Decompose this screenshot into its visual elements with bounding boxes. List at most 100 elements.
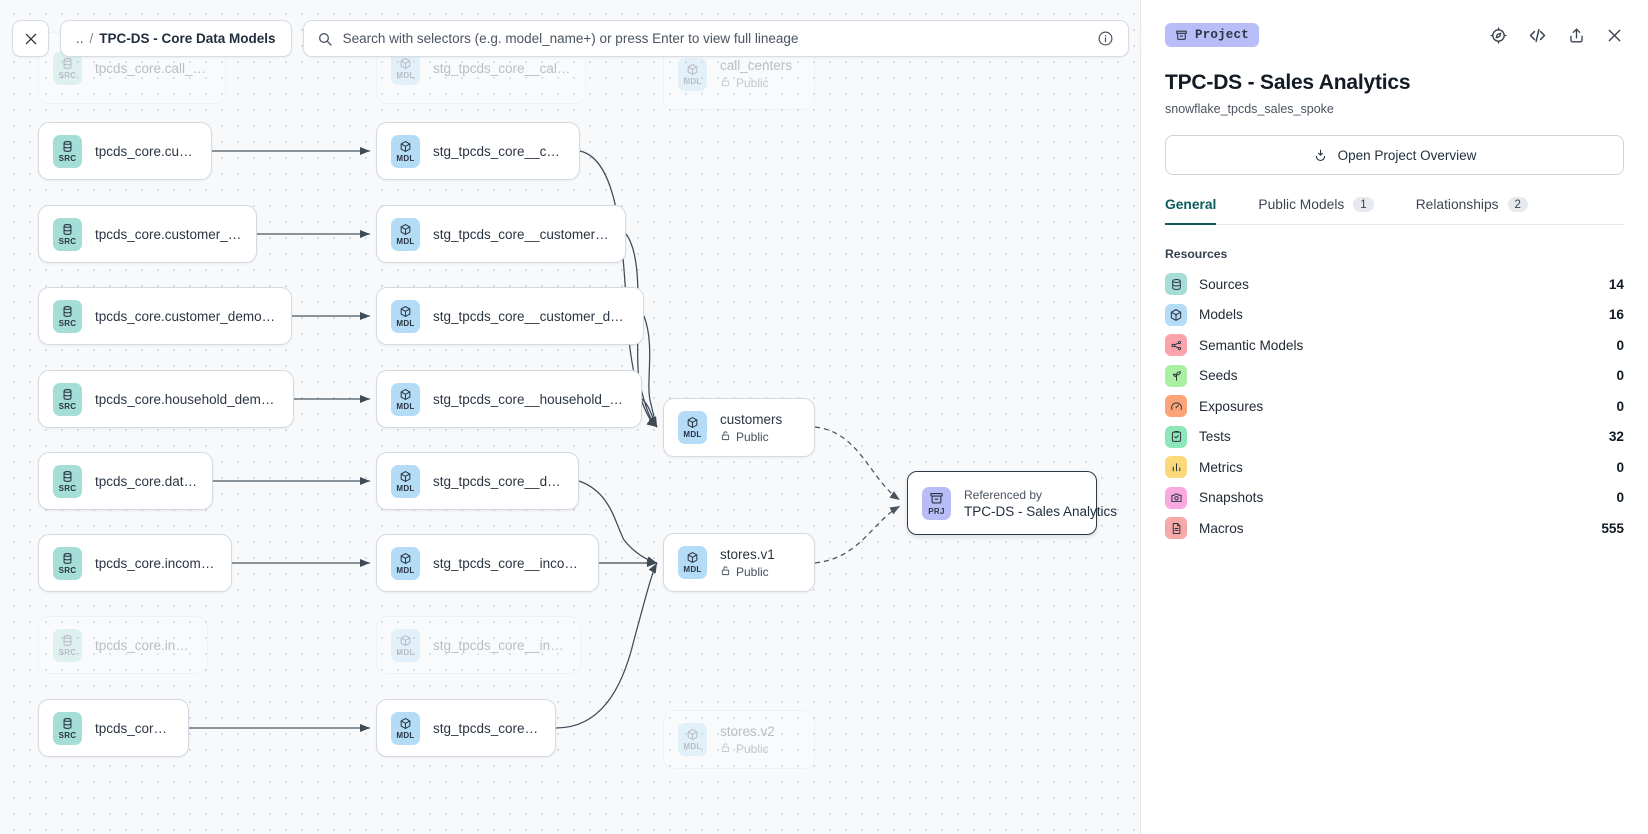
project-node-caption: Referenced by <box>964 487 1043 502</box>
mdl-chip: MDL <box>391 382 420 416</box>
breadcrumb[interactable]: .. / TPC-DS - Core Data Models <box>60 20 292 57</box>
src-chip: SRC <box>53 711 82 745</box>
document-icon <box>1165 517 1187 540</box>
src-chip: SRC <box>53 546 82 580</box>
mdl-chip-icon <box>686 551 699 564</box>
node-label: stg_tpcds_core__customer <box>433 143 565 159</box>
src-chip-tag: SRC <box>58 401 77 411</box>
node-body: tpcds_core.customer <box>95 144 197 159</box>
mdl-chip-tag: MDL <box>683 565 702 574</box>
tab-label: Relationships <box>1415 197 1499 212</box>
close-canvas-button[interactable] <box>12 20 49 57</box>
node-body: stg_tpcds_core__store <box>433 721 541 736</box>
lineage-node-mdl-cust-demo[interactable]: MDLstg_tpcds_core__customer_demogra… <box>376 287 644 345</box>
search-input[interactable] <box>342 31 1087 46</box>
close-icon[interactable] <box>1605 26 1624 45</box>
resource-count: 0 <box>1616 398 1624 414</box>
lineage-node-mdl-hh-demo[interactable]: MDL stg_tpcds_core__household_demogr… <box>376 370 642 428</box>
mdl-chip-icon <box>399 634 412 647</box>
tab-relationships[interactable]: Relationships 2 <box>1416 197 1528 225</box>
node-body: stg_tpcds_core__date_dim <box>433 474 564 489</box>
mdl-chip-icon <box>686 416 699 429</box>
tab-count: 2 <box>1507 197 1528 212</box>
node-body: tpcds_core.call_center <box>95 61 211 76</box>
node-label: stg_tpcds_core__customer_address <box>433 226 611 242</box>
mdl-chip-icon <box>399 57 412 70</box>
src-chip-icon <box>61 717 74 730</box>
lineage-node-mdl-date-dim[interactable]: MDL stg_tpcds_core__date_dim <box>376 452 579 510</box>
mdl-chip-tag: MDL <box>396 153 415 163</box>
lineage-node-project-referenced-by[interactable]: PRJ Referenced by TPC-DS - Sales Analyti… <box>907 471 1117 535</box>
node-visibility: Public <box>720 742 775 756</box>
src-chip-tag: SRC <box>58 565 77 575</box>
mdl-chip-tag: MDL <box>396 483 415 493</box>
lineage-node-src-income-band[interactable]: SRC tpcds_core.income_band <box>38 534 232 592</box>
mdl-chip-tag: MDL <box>396 318 415 328</box>
info-icon[interactable] <box>1097 30 1114 47</box>
mdl-chip: MDL <box>678 57 707 91</box>
gauge-icon <box>1165 395 1187 418</box>
breadcrumb-parent: .. <box>76 31 84 46</box>
archive-icon <box>929 491 944 506</box>
node-label: stg_tpcds_core__income_band <box>433 555 584 571</box>
src-chip-tag: SRC <box>58 236 77 246</box>
search-bar[interactable] <box>302 20 1129 57</box>
archive-icon <box>1176 30 1187 40</box>
node-label: call_centers <box>720 58 793 73</box>
node-label: tpcds_core.inventory <box>95 637 193 653</box>
code-icon[interactable] <box>1527 25 1548 46</box>
lineage-canvas[interactable]: SRCtpcds_core.call_centerMDLstg_tpcds_co… <box>0 0 1140 834</box>
src-chip-tag: SRC <box>58 730 77 740</box>
lock-open-icon <box>720 430 731 444</box>
src-chip-icon <box>61 388 74 401</box>
node-label: tpcds_core.income_band <box>95 555 217 571</box>
node-label: tpcds_core.customer_address <box>95 226 242 242</box>
project-node-body: Referenced by TPC-DS - Sales Analytics <box>964 487 1117 519</box>
seed-icon <box>1165 364 1187 387</box>
panel-header: Project <box>1165 0 1624 56</box>
tab-general[interactable]: General <box>1165 197 1217 225</box>
resource-count: 32 <box>1608 429 1624 445</box>
database-icon <box>1165 273 1187 296</box>
lineage-node-mdl-cust-addr[interactable]: MDL stg_tpcds_core__customer_address <box>376 205 626 263</box>
explore-icon[interactable] <box>1489 26 1508 45</box>
lineage-node-mdl-customer[interactable]: MDL stg_tpcds_core__customer <box>376 122 580 180</box>
lineage-node-src-cust-addr[interactable]: SRC tpcds_core.customer_address <box>38 205 257 263</box>
node-label: tpcds_core.customer <box>95 143 197 159</box>
share-icon[interactable] <box>1567 26 1586 45</box>
mdl-chip-icon <box>399 223 412 236</box>
open-project-overview-button[interactable]: Open Project Overview <box>1165 135 1624 175</box>
node-body: stg_tpcds_core__household_demogr… <box>433 392 627 407</box>
tab-count: 1 <box>1353 197 1374 212</box>
canvas-toolbar: .. / TPC-DS - Core Data Models <box>12 20 1140 57</box>
details-panel: Project <box>1140 0 1648 834</box>
resource-count: 0 <box>1616 490 1624 506</box>
src-chip-icon <box>61 552 74 565</box>
mdl-chip: MDL <box>391 217 420 251</box>
node-body: tpcds_core.income_band <box>95 556 217 571</box>
